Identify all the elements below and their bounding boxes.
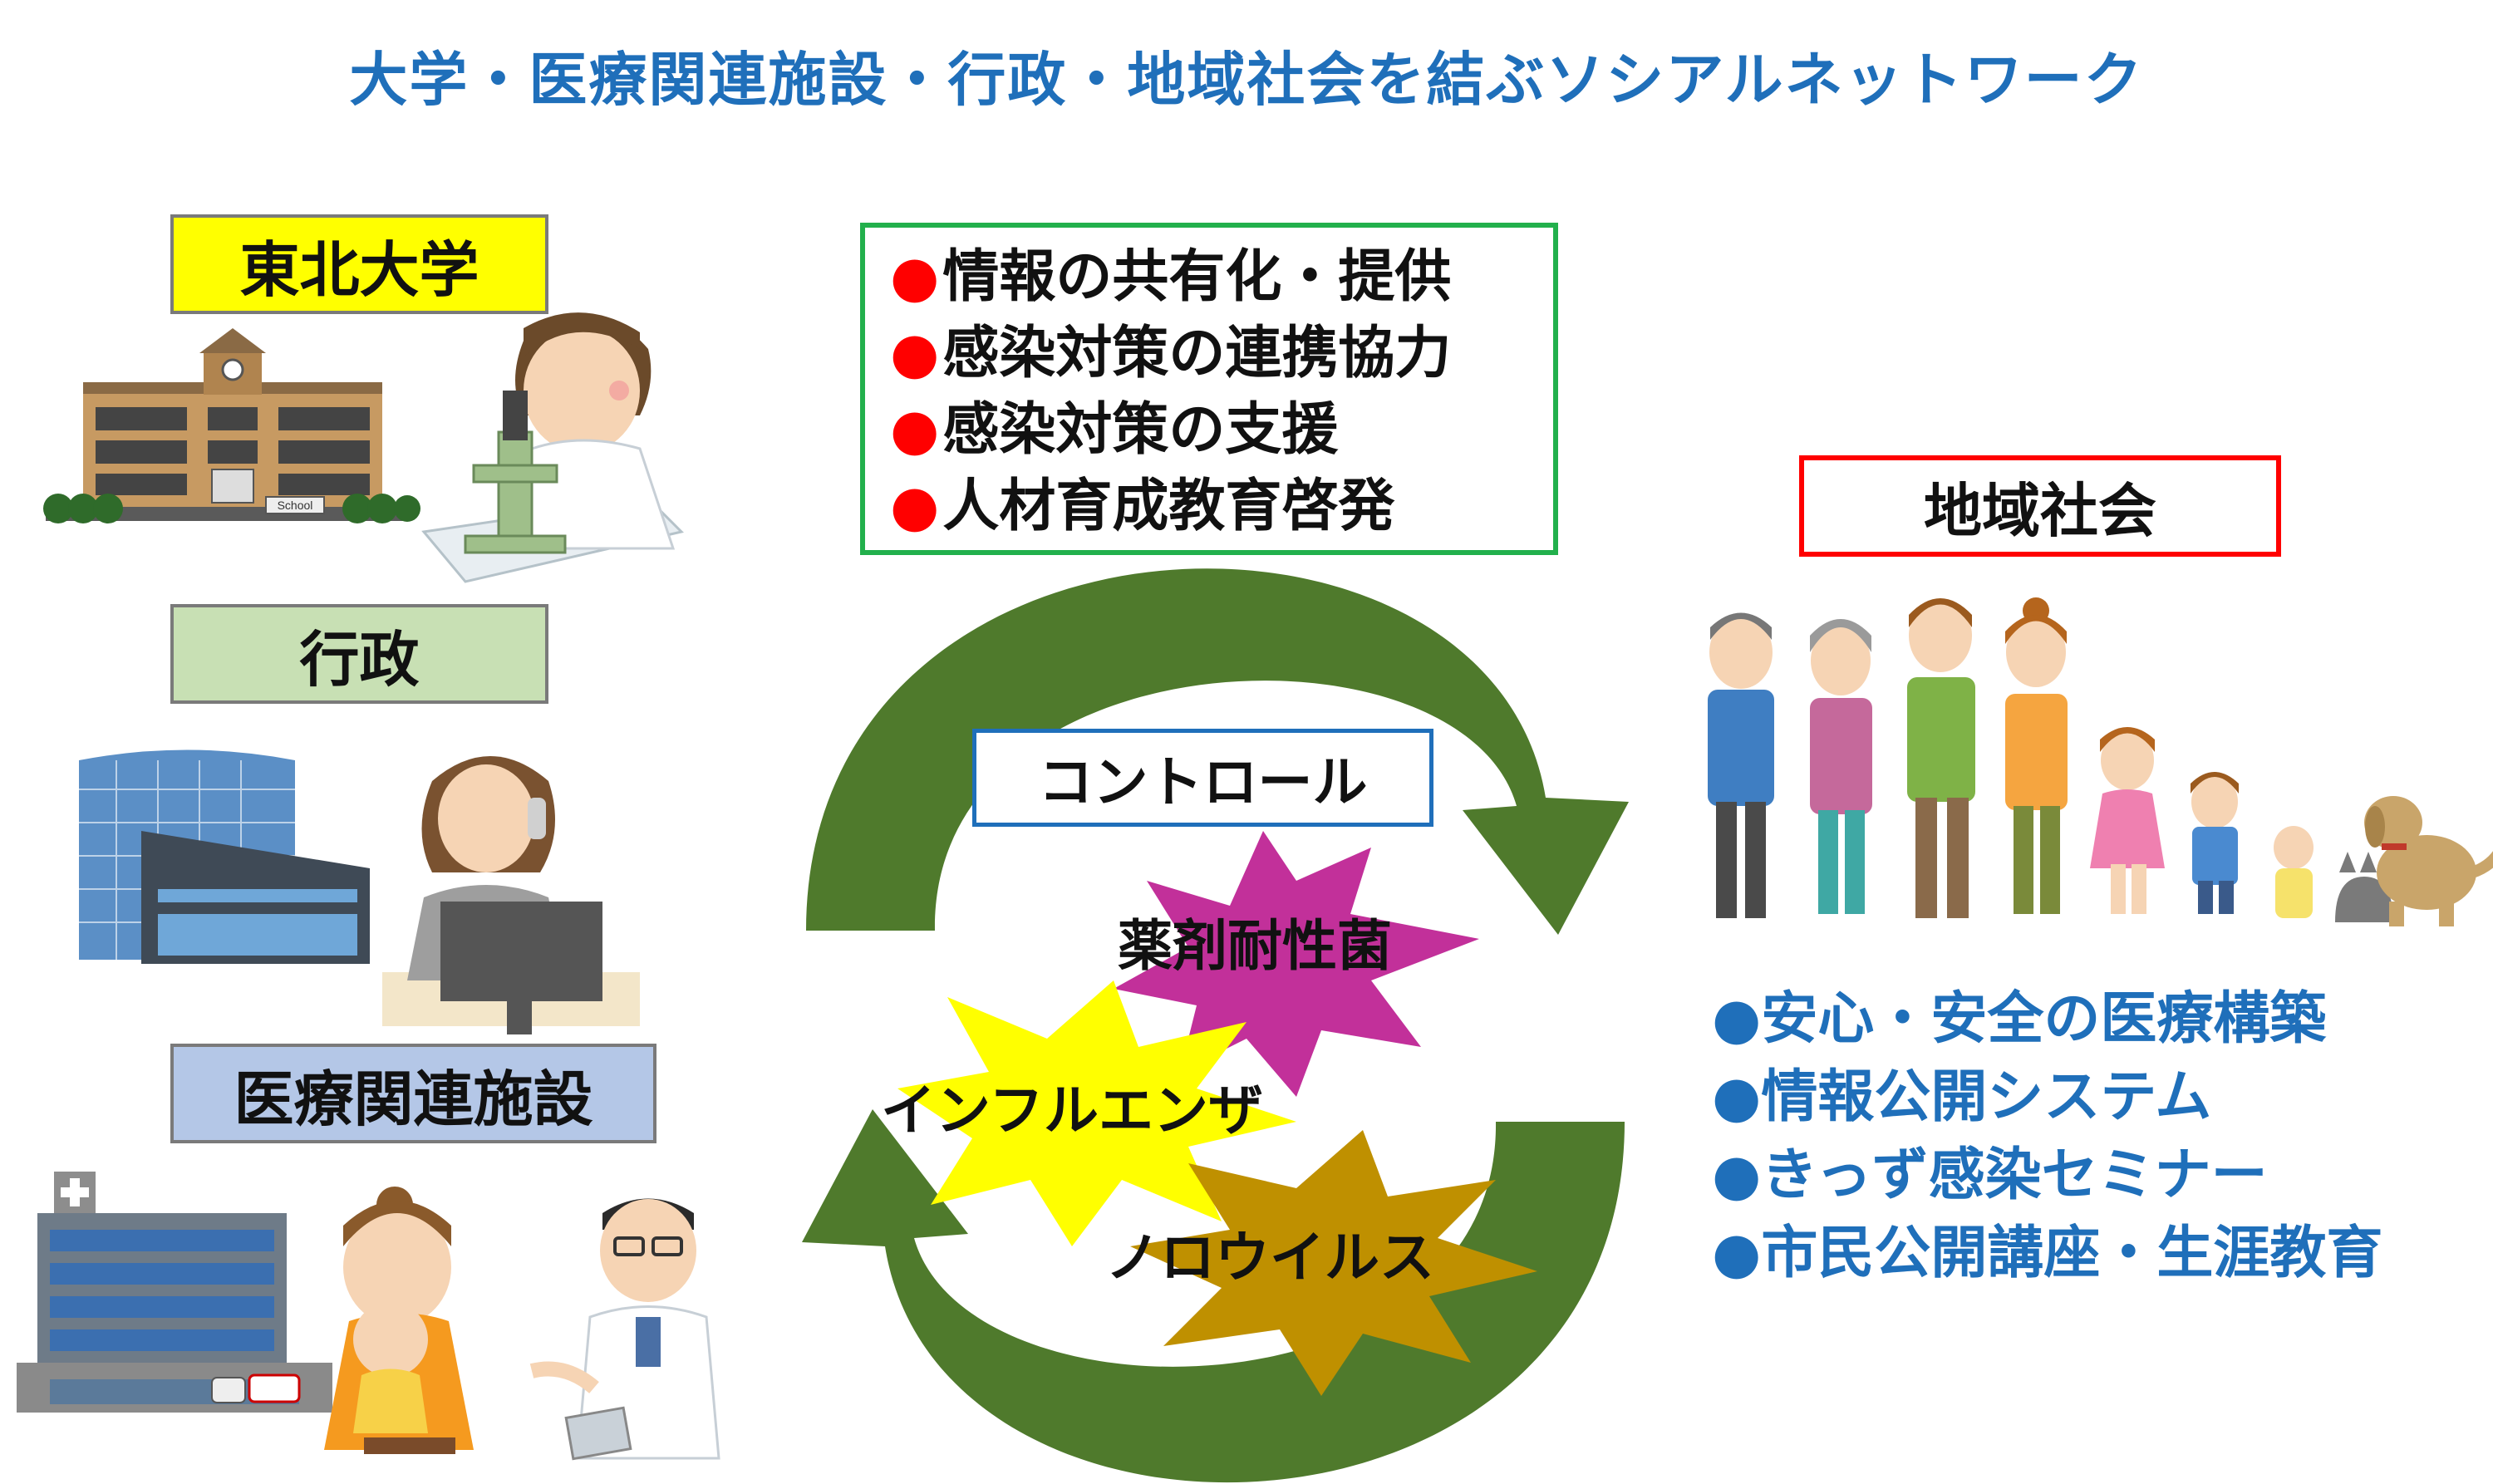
researcher-illustration (421, 312, 684, 583)
school-sign: School (278, 499, 313, 512)
blue-bullet: ● (1712, 1064, 1762, 1130)
hospital-building-illustration (17, 1172, 332, 1413)
control-label: コントロール (972, 729, 1433, 827)
list-item: ●安心・安全の医療構築 (1712, 980, 2476, 1059)
list-item-text: 市民公開講座・生涯教育 (1761, 1221, 2383, 1286)
receptionist-illustration (382, 756, 640, 1034)
government-label: 行政 (170, 604, 548, 704)
red-bullet: ● (890, 244, 940, 310)
list-item-text: きっず感染セミナー (1761, 1142, 2268, 1208)
influenza-label: インフルエンザ (881, 1079, 1264, 1142)
list-item-text: 情報公開システム (1761, 1064, 2212, 1130)
goal-text: 感染対策の連携協力 (942, 321, 1452, 386)
list-item: ●情報公開システム (1712, 1059, 2476, 1137)
goals-box: ●情報の共有化・提供 ●感染対策の連携協力 ●感染対策の支援 ●人材育成教育啓発 (860, 223, 1558, 555)
goal-text: 人材育成教育啓発 (942, 474, 1395, 539)
blue-bullet: ● (1712, 986, 1762, 1052)
list-item: ●きっず感染セミナー (1712, 1137, 2476, 1215)
university-label: 東北大学 (170, 214, 548, 314)
mother-baby-illustration (324, 1187, 474, 1454)
norovirus-starburst (1130, 1130, 1537, 1396)
red-bullet: ● (890, 474, 940, 539)
influenza-starburst (897, 980, 1296, 1246)
cycle-arrow-bottom (802, 1109, 1625, 1483)
community-label: 地域社会 (1799, 455, 2281, 557)
goal-text: 感染対策の支援 (942, 397, 1339, 463)
amr-starburst (1114, 831, 1479, 1097)
red-bullet: ● (890, 321, 940, 386)
list-item-text: 安心・安全の医療構築 (1761, 986, 2327, 1052)
norovirus-label: ノロウイルス (1105, 1226, 1434, 1290)
goal-item: ●情報の共有化・提供 (890, 239, 1528, 316)
goal-item: ●人材育成教育啓発 (890, 469, 1528, 545)
university-building-illustration: School (43, 328, 420, 523)
government-building-illustration (79, 749, 370, 964)
cycle-arrow-top (806, 568, 1629, 935)
blue-bullet: ● (1712, 1142, 1762, 1208)
goal-item: ●感染対策の連携協力 (890, 316, 1528, 392)
family-illustration (1708, 597, 2493, 926)
doctor-illustration (529, 1198, 720, 1461)
goal-text: 情報の共有化・提供 (942, 244, 1452, 310)
amr-label: 薬剤耐性菌 (1118, 914, 1392, 978)
blue-bullet: ● (1712, 1221, 1762, 1286)
page-title: 大学・医療関連施設・行政・地域社会を結ぶソシアルネットワーク (349, 46, 2144, 114)
list-item: ●市民公開講座・生涯教育 (1712, 1215, 2476, 1293)
community-initiatives-list: ●安心・安全の医療構築 ●情報公開システム ●きっず感染セミナー ●市民公開講座… (1712, 980, 2476, 1293)
goal-item: ●感染対策の支援 (890, 392, 1528, 469)
red-bullet: ● (890, 397, 940, 463)
medical-facility-label: 医療関連施設 (170, 1044, 656, 1143)
